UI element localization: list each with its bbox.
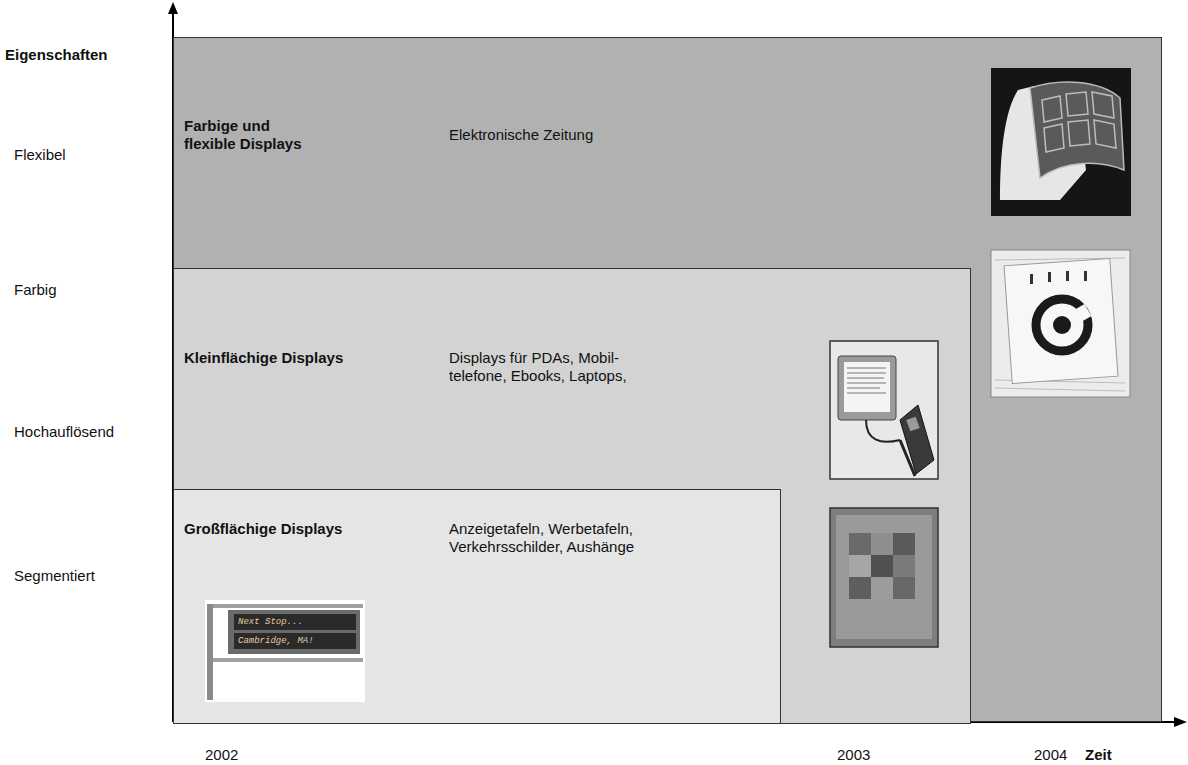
region-band: Farbige und flexible Displays Elektronisc… xyxy=(173,37,1162,722)
sign-photo xyxy=(205,600,365,702)
year-label: 2004 xyxy=(1034,746,1067,764)
axis-tick-label: Flexibel xyxy=(14,146,66,164)
region-band: Großflächige Displays Anzeigetafeln, Werb… xyxy=(173,489,781,724)
axis-lines xyxy=(168,2,1187,727)
axis-tick-label: Hochauflösend xyxy=(14,423,114,441)
flexible-display-photo xyxy=(991,68,1131,216)
region-examples: Anzeigetafeln, Werbetafeln, Verkehrsschi… xyxy=(449,520,684,556)
region-heading: Kleinflächige Displays xyxy=(184,349,424,367)
year-label: 2003 xyxy=(837,746,870,764)
region-examples: Displays für PDAs, Mobil- telefone, Eboo… xyxy=(449,349,664,385)
sign-text: Next Stop... xyxy=(238,617,303,628)
axis-title: Zeit xyxy=(1085,746,1112,764)
region-heading: Großflächige Displays xyxy=(184,520,424,538)
sign-text: Cambridge, MA! xyxy=(238,636,314,647)
region-heading: Farbige und flexible Displays xyxy=(184,117,309,153)
eink-photo xyxy=(991,250,1130,397)
axis-title: Eigenschaften xyxy=(5,46,108,64)
axis-tick-label: Segmentiert xyxy=(14,567,95,585)
region-examples: Elektronische Zeitung xyxy=(449,126,709,144)
axis-tick-label: Farbig xyxy=(14,281,57,299)
pda-photo xyxy=(830,341,938,479)
region-band: Kleinflächige Displays Displays für PDAs,… xyxy=(173,268,971,724)
tile-display-photo xyxy=(830,508,938,647)
year-label: 2002 xyxy=(205,746,238,764)
